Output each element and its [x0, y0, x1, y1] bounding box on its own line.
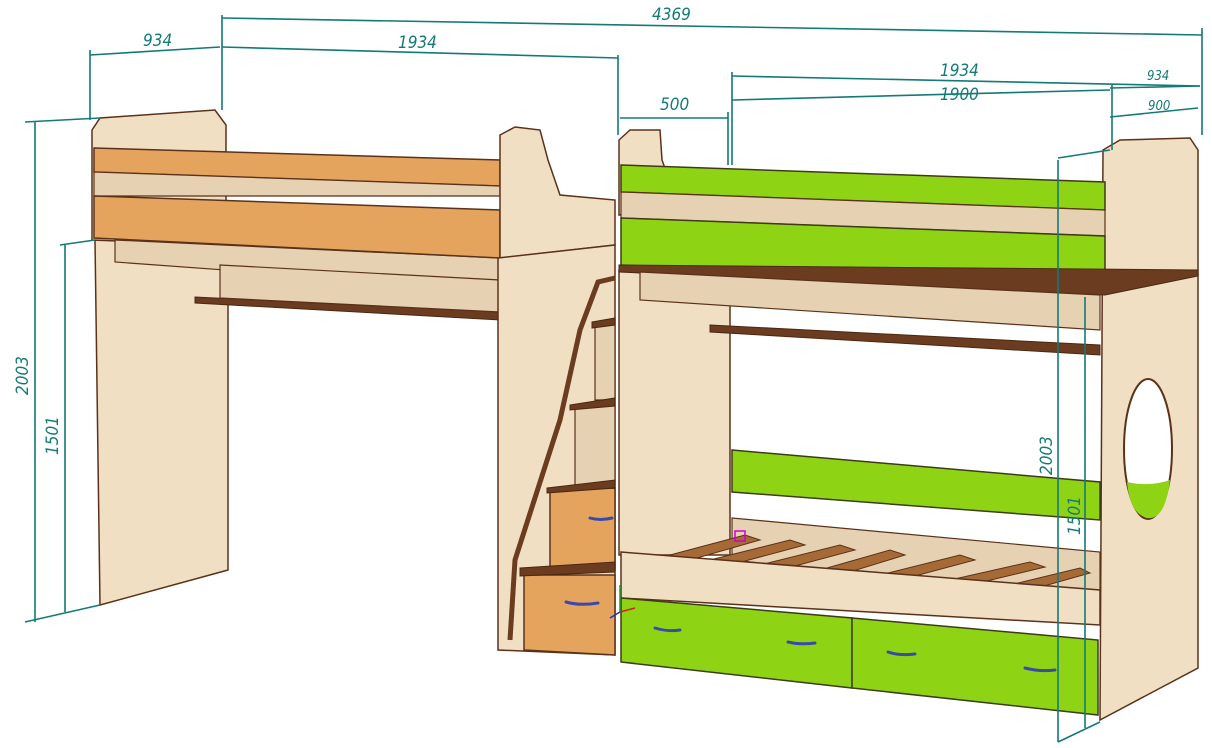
dim-right-bed-depth: 934: [1147, 69, 1169, 84]
drawer-left: [620, 597, 853, 689]
dim-overall-length: 4369: [652, 5, 691, 25]
stair-rail: [507, 275, 616, 641]
dim-stair-width: 500: [660, 95, 689, 115]
dim-left-bed-depth: 934: [143, 31, 172, 51]
right-shelf: [709, 324, 1101, 356]
dim-right-mattress-width: 900: [1148, 99, 1170, 114]
selection-marker: [734, 530, 746, 542]
lower-bed-frame: [620, 551, 1101, 626]
left-end-panel: [94, 239, 229, 606]
left-footboard: [499, 126, 616, 259]
left-loft-bed: [91, 109, 616, 606]
stair-drawer-2: [549, 487, 616, 571]
right-front-panel: [618, 269, 731, 556]
dimension-lines: [24, 15, 1203, 743]
staircase: [497, 244, 616, 656]
dim-right-bed-length: 1934: [940, 61, 979, 81]
right-bunk-bed: [618, 129, 1199, 722]
lower-back-rail: [731, 449, 1101, 521]
drawer-right: [851, 617, 1099, 716]
axis-triad-icon: [609, 530, 746, 619]
dim-right-under-height: 1501: [1065, 496, 1085, 535]
dimension-labels: 4369 934 1934 500 1934 1900 934 900 2003…: [13, 5, 1170, 535]
dim-left-total-height: 2003: [13, 356, 33, 395]
stair-drawer-1: [523, 574, 616, 656]
dim-left-bed-length: 1934: [398, 33, 437, 53]
dim-right-total-height: 2003: [1037, 436, 1057, 475]
dim-left-under-height: 1501: [43, 416, 63, 455]
dim-right-mattress-length: 1900: [940, 85, 979, 105]
